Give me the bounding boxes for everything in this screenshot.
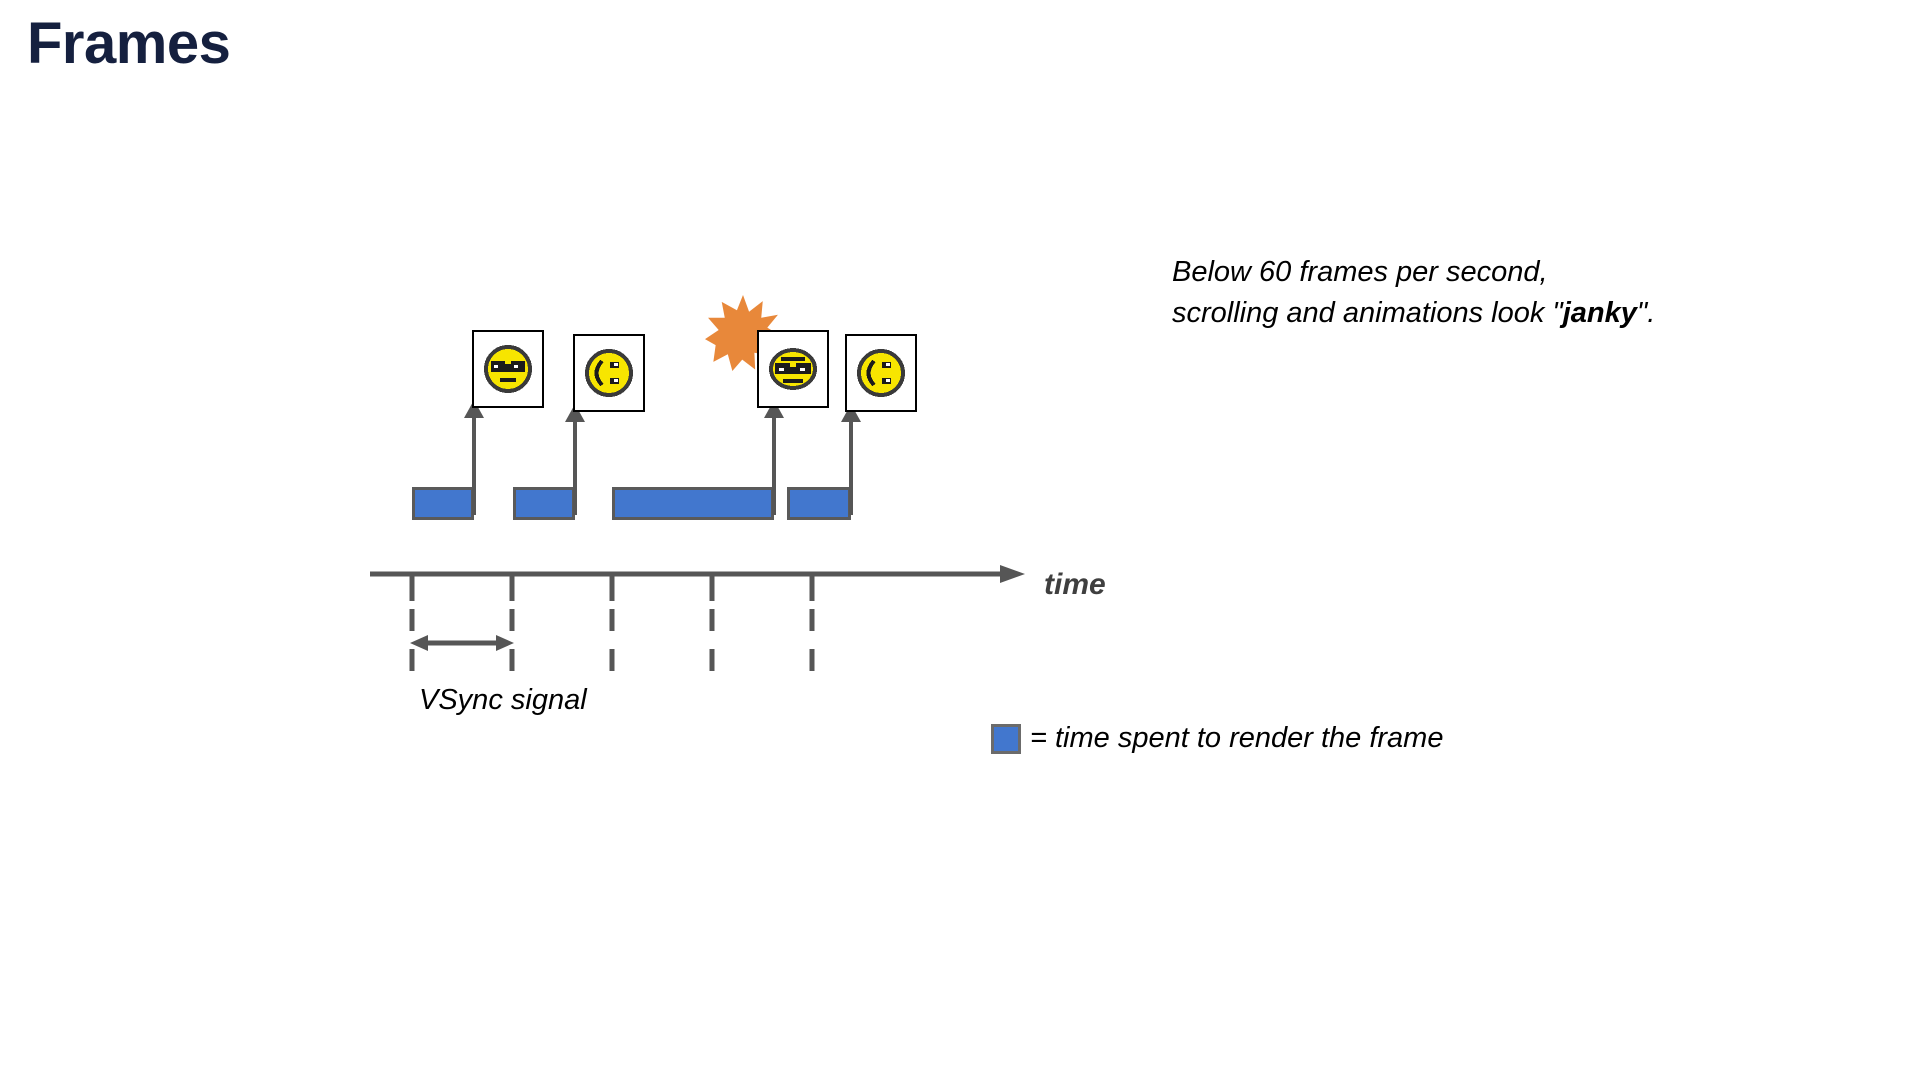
smiley-squashed-icon	[767, 343, 819, 395]
render-bar-2	[513, 487, 575, 520]
frame-thumbnail-4	[845, 334, 917, 412]
caption-text: Below 60 frames per second, scrolling an…	[1172, 252, 1655, 334]
frame-thumbnail-2	[573, 334, 645, 412]
render-bar-1	[412, 487, 474, 520]
frame-arrow-2	[565, 404, 585, 515]
frame-thumbnail-1	[472, 330, 544, 408]
time-axis	[370, 565, 1025, 601]
render-bar-4	[787, 487, 851, 520]
page-title: Frames	[27, 11, 231, 76]
smiley-rotated-icon	[583, 347, 635, 399]
legend: = time spent to render the frame	[991, 722, 1443, 755]
caption-line-1: Below 60 frames per second,	[1172, 256, 1548, 288]
frame-thumbnail-3	[757, 330, 829, 408]
caption-line-2-prefix: scrolling and animations look "	[1172, 297, 1563, 330]
caption-line-2-suffix: ".	[1636, 297, 1656, 330]
caption-line-2: scrolling and animations look "janky".	[1172, 293, 1655, 334]
caption-emphasis-janky: janky	[1562, 297, 1637, 330]
time-axis-label: time	[1044, 568, 1106, 601]
smiley-sunglasses-icon	[482, 343, 534, 395]
legend-color-swatch	[991, 723, 1021, 754]
frame-arrow-1	[464, 400, 484, 515]
legend-label: = time spent to render the frame	[1030, 722, 1444, 754]
frame-arrow-4	[841, 404, 861, 515]
frame-arrow-3	[764, 400, 784, 515]
vsync-signal-markers	[409, 609, 815, 673]
vsync-signal-label: VSync signal	[419, 684, 587, 716]
render-bar-3	[612, 487, 774, 520]
smiley-rotated-icon	[855, 347, 907, 399]
